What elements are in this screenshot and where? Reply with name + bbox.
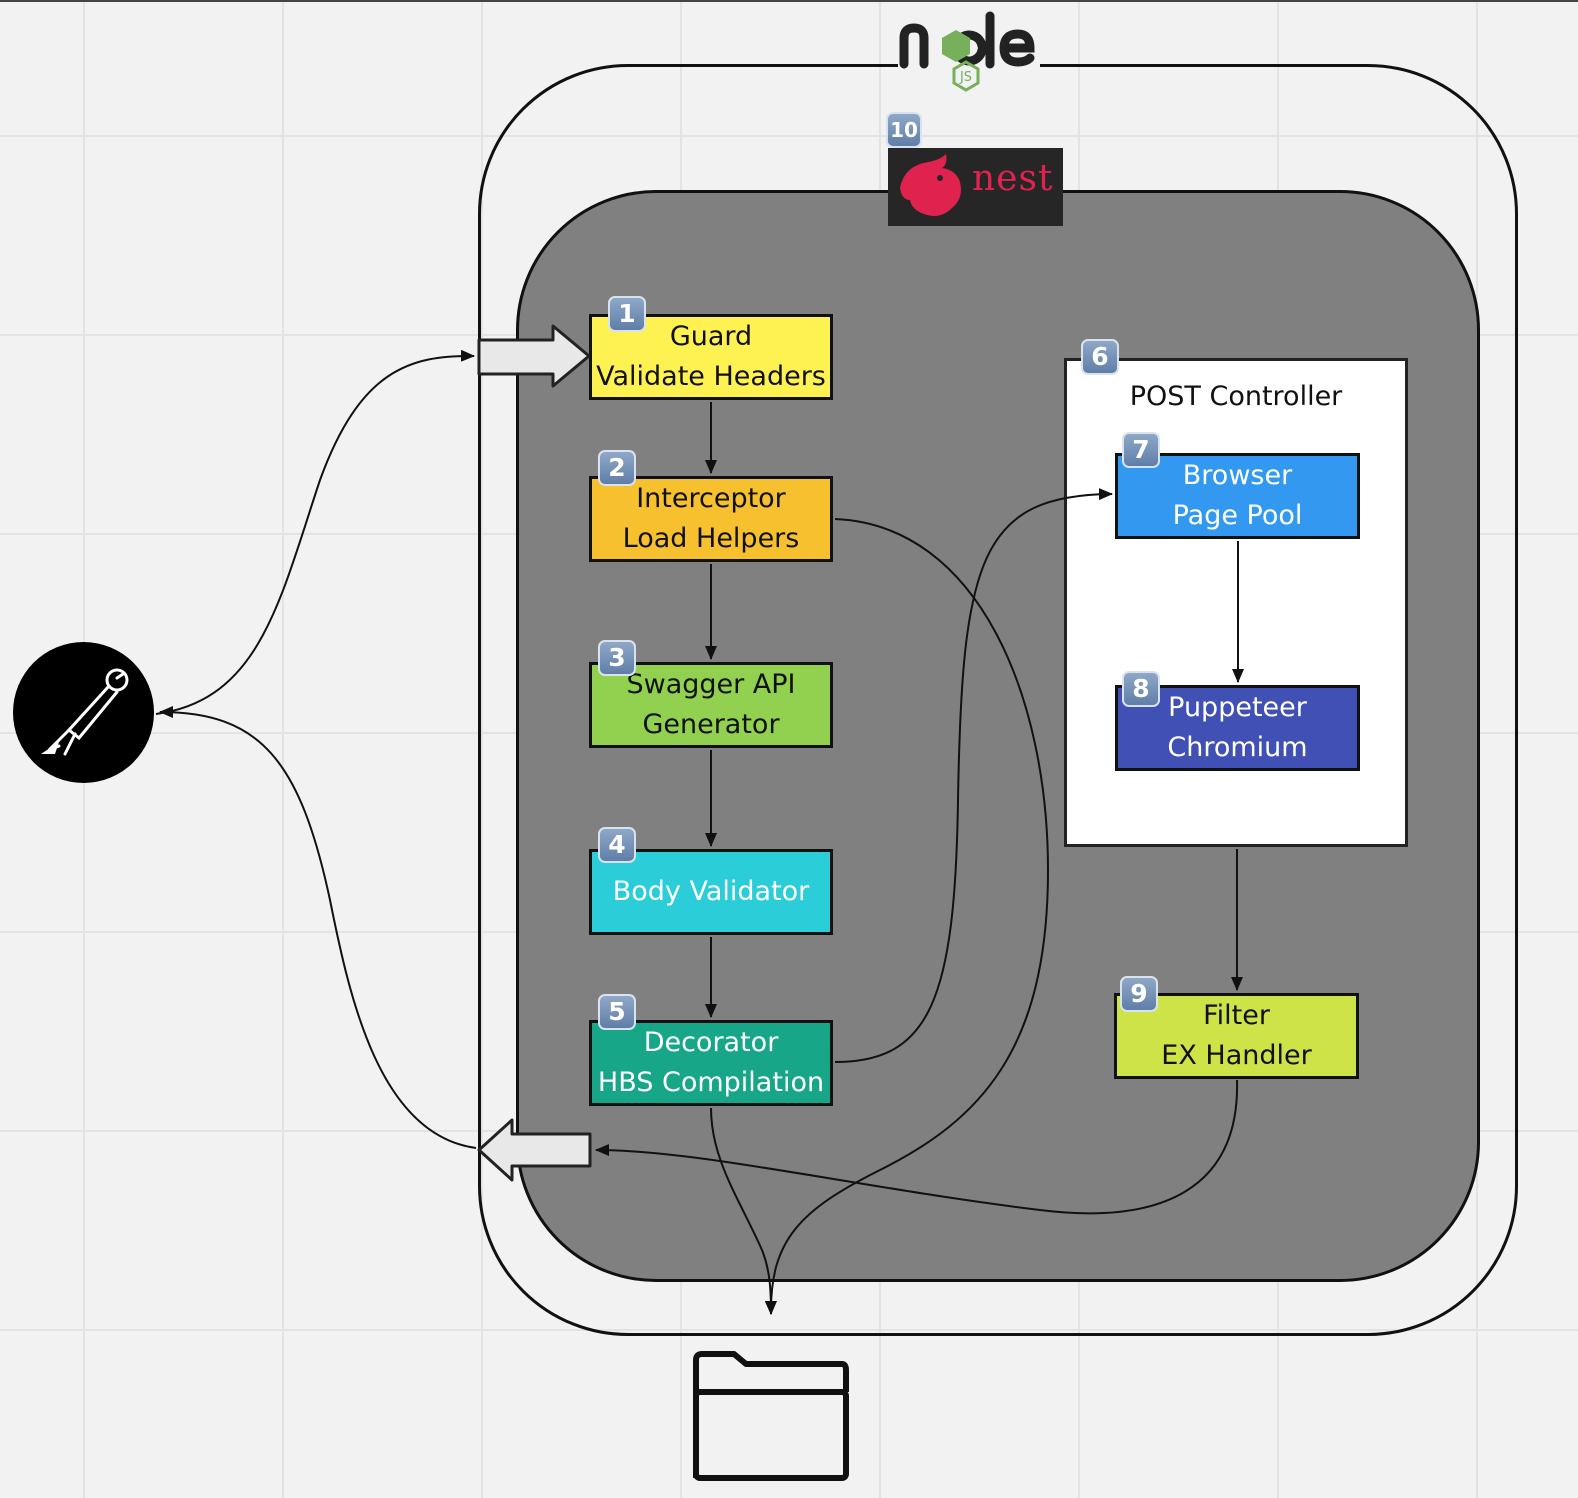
folder-icon (690, 1348, 852, 1484)
filter-title: Filter (1203, 1000, 1270, 1031)
nest-wordmark: nest (972, 158, 1054, 199)
decorator-subtitle: HBS Compilation (597, 1067, 825, 1098)
filter-box: Filter EX Handler (1114, 993, 1359, 1079)
nest-logo: nest (888, 148, 1063, 226)
swagger-title: Swagger API (626, 669, 796, 700)
puppeteer-subtitle: Chromium (1167, 732, 1308, 763)
postman-icon (13, 642, 154, 783)
puppeteer-title: Puppeteer (1168, 692, 1307, 723)
nest-cat-icon (900, 154, 961, 216)
arrow-decorator-to-folder (710, 1107, 777, 1315)
response-block-arrow (477, 1118, 592, 1182)
interceptor-box: Interceptor Load Helpers (589, 476, 833, 562)
postman-graphic (41, 668, 129, 756)
guard-subtitle: Validate Headers (596, 361, 826, 392)
browser-pool-subtitle: Page Pool (1172, 500, 1303, 531)
badge-8: 8 (1122, 671, 1160, 707)
node-hex-o (942, 30, 970, 62)
node-js-text: JS (959, 70, 972, 85)
request-block-arrow (477, 324, 591, 388)
decorator-box: Decorator HBS Compilation (589, 1020, 833, 1106)
arrow-interceptor-to-folder (764, 518, 1050, 1315)
controller-title: POST Controller (1129, 381, 1343, 412)
interceptor-title: Interceptor (636, 483, 786, 514)
browser-pool-title: Browser (1182, 460, 1293, 491)
arrow-filter-to-response (595, 1079, 1239, 1215)
browser-pool-box: Browser Page Pool (1115, 453, 1360, 539)
badge-3: 3 (598, 640, 636, 676)
badge-6: 6 (1081, 339, 1119, 375)
interceptor-subtitle: Load Helpers (622, 523, 800, 554)
badge-9: 9 (1120, 976, 1158, 1012)
filter-subtitle: EX Handler (1161, 1040, 1312, 1071)
decorator-title: Decorator (643, 1027, 779, 1058)
body-validator-title: Body Validator (612, 876, 810, 907)
arrow-decorator-to-browser (834, 488, 1113, 1063)
node-js-hex (952, 60, 980, 92)
arrow-client-request (155, 349, 475, 715)
badge-2: 2 (598, 450, 636, 486)
badge-7: 7 (1122, 432, 1160, 468)
badge-5: 5 (598, 994, 636, 1030)
badge-4: 4 (598, 827, 636, 863)
guard-title: Guard (669, 321, 753, 352)
body-validator-box: Body Validator (589, 849, 833, 935)
badge-1: 1 (608, 296, 646, 332)
node-js-logo: JS (898, 6, 1040, 98)
swagger-box: Swagger API Generator (589, 662, 833, 748)
top-border (0, 0, 1578, 2)
folder-graphic (693, 1351, 849, 1481)
swagger-subtitle: Generator (642, 709, 780, 740)
badge-10: 10 (886, 112, 922, 148)
node-logo-graphic: JS (899, 11, 1035, 92)
node-letter-n (899, 23, 929, 69)
node-letter-e (999, 29, 1035, 67)
arrow-client-response (159, 706, 477, 1149)
